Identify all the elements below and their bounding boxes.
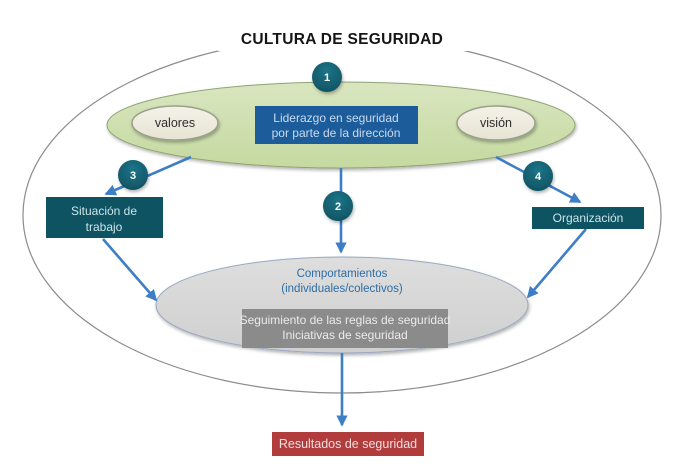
- situacion-box: [46, 197, 163, 238]
- diagram-title: CULTURA DE SEGURIDAD: [241, 31, 443, 48]
- seguimiento-box: [242, 309, 448, 348]
- valores-label: valores: [155, 116, 195, 130]
- resultados-label: Resultados de seguridad: [279, 437, 417, 451]
- vision-label: visión: [480, 116, 512, 130]
- leadership-line1: Liderazgo en seguridad: [273, 111, 398, 125]
- vision-node: visión: [456, 105, 536, 141]
- organizacion-node: Organización: [532, 207, 644, 229]
- badge-1-circle: [312, 62, 342, 92]
- badge-3-number: 3: [130, 170, 136, 182]
- title-backing: [218, 24, 468, 51]
- arrow-leadership-to-situacion: [104, 155, 192, 196]
- badge-2-number: 2: [335, 201, 341, 213]
- badge-2: 2: [323, 191, 353, 221]
- situacion-line1: Situación de: [71, 204, 137, 218]
- badge-2-circle: [323, 191, 353, 221]
- comportamientos-line1: Comportamientos: [297, 268, 388, 280]
- arrow-organizacion-to-behaviors: [526, 228, 587, 299]
- leadership-node: Liderazgo en seguridad por parte de la d…: [255, 106, 418, 144]
- badge-3-circle: [118, 160, 148, 190]
- situacion-line2: trabajo: [86, 220, 123, 234]
- badge-4: 4: [523, 161, 553, 191]
- leadership-box: [255, 106, 418, 144]
- resultados-box: [272, 432, 424, 456]
- resultados-node: Resultados de seguridad: [272, 432, 424, 456]
- badge-3: 3: [118, 160, 148, 190]
- organizacion-box: [532, 207, 644, 229]
- badge-1-number: 1: [324, 72, 330, 84]
- seguimiento-line1: Seguimiento de las reglas de seguridad: [240, 313, 451, 327]
- valores-oval: [131, 105, 219, 141]
- organizacion-label: Organización: [553, 211, 624, 225]
- badge-4-circle: [523, 161, 553, 191]
- seguimiento-line2: Iniciativas de seguridad: [282, 328, 407, 342]
- arrow-situacion-to-behaviors: [102, 238, 158, 302]
- valores-node: valores: [131, 105, 219, 141]
- leadership-line2: por parte de la dirección: [272, 126, 401, 140]
- badge-1: 1: [312, 62, 342, 92]
- vision-oval: [456, 105, 536, 141]
- badge-4-number: 4: [535, 171, 542, 183]
- situacion-node: Situación de trabajo: [46, 197, 163, 238]
- seguimiento-node: Seguimiento de las reglas de seguridad I…: [240, 309, 451, 348]
- comportamientos-line2: (individuales/colectivos): [281, 283, 403, 295]
